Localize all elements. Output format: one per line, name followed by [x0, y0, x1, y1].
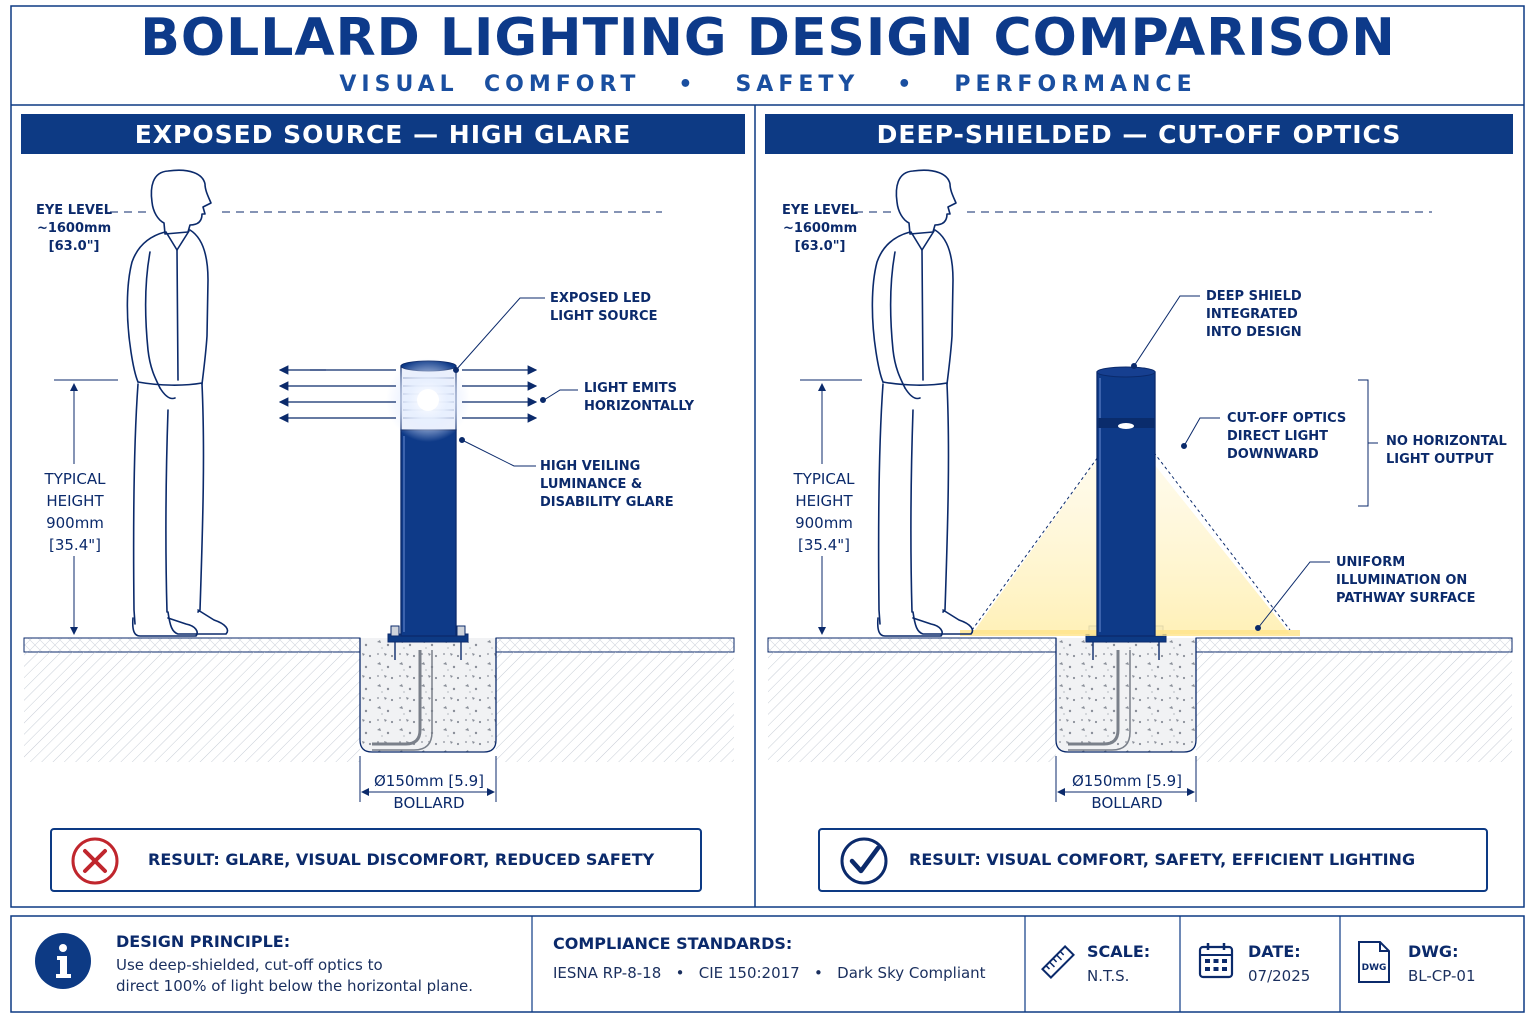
- right-person-silhouette: [871, 169, 974, 637]
- dwg-file-icon: DWG: [1356, 940, 1392, 984]
- compliance-text: IESNA RP-8-18 • CIE 150:2017 • Dark Sky …: [553, 964, 986, 982]
- right-result-text: RESULT: VISUAL COMFORT, SAFETY, EFFICIEN…: [909, 850, 1416, 869]
- scale-value: N.T.S.: [1087, 967, 1130, 985]
- right-callout-cutoff: CUT-OFF OPTICS DIRECT LIGHT DOWNWARD: [1227, 411, 1347, 462]
- page-title: BOLLARD LIGHTING DESIGN COMPARISON: [140, 8, 1396, 68]
- calendar-icon: [1198, 943, 1234, 979]
- left-diameter-label: Ø150mm [5.9] BOLLARD: [374, 772, 484, 812]
- left-bollard: [386, 358, 470, 637]
- date-value: 07/2025: [1248, 967, 1311, 985]
- x-circle-icon: [71, 837, 119, 885]
- left-light-rays: [278, 365, 538, 423]
- dwg-value: BL-CP-01: [1408, 967, 1476, 985]
- page-subtitle: VISUAL COMFORT • SAFETY • PERFORMANCE: [339, 72, 1197, 97]
- left-result-text: RESULT: GLARE, VISUAL DISCOMFORT, REDUCE…: [148, 850, 655, 869]
- ruler-icon: [1041, 945, 1075, 979]
- dwg-label: DWG:: [1408, 942, 1459, 961]
- design-principle-text: Use deep-shielded, cut-off optics to dir…: [116, 956, 474, 995]
- right-result-box: RESULT: VISUAL COMFORT, SAFETY, EFFICIEN…: [818, 828, 1488, 892]
- right-ground: [767, 625, 1513, 762]
- right-callout-uniform: UNIFORM ILLUMINATION ON PATHWAY SURFACE: [1336, 555, 1476, 606]
- right-typical-height-label: TYPICAL HEIGHT 900mm [35.4"]: [793, 470, 855, 554]
- left-result-box: RESULT: GLARE, VISUAL DISCOMFORT, REDUCE…: [50, 828, 702, 892]
- right-bollard: [1096, 366, 1156, 637]
- left-eye-level-label: EYE LEVEL ~1600mm [63.0"]: [36, 203, 113, 254]
- left-panel-banner: EXPOSED SOURCE — HIGH GLARE: [21, 114, 745, 154]
- dwg-icon-text: DWG: [1361, 963, 1387, 973]
- left-callout-glare: HIGH VEILING LUMINANCE & DISABILITY GLAR…: [540, 459, 674, 510]
- compliance-title: COMPLIANCE STANDARDS:: [553, 934, 793, 953]
- right-callout-no-horizontal: NO HORIZONTAL LIGHT OUTPUT: [1386, 434, 1507, 467]
- scale-label: SCALE:: [1087, 942, 1151, 961]
- left-typical-height-label: TYPICAL HEIGHT 900mm [35.4"]: [44, 470, 106, 554]
- date-label: DATE:: [1248, 942, 1301, 961]
- right-eye-level-label: EYE LEVEL ~1600mm [63.0"]: [782, 203, 859, 254]
- design-principle-title: DESIGN PRINCIPLE:: [116, 932, 291, 951]
- left-ground: [23, 625, 735, 762]
- right-panel-banner: DEEP-SHIELDED — CUT-OFF OPTICS: [765, 114, 1513, 154]
- left-callout-horizontal: LIGHT EMITS HORIZONTALLY: [584, 381, 695, 414]
- right-diameter-label: Ø150mm [5.9] BOLLARD: [1072, 772, 1182, 812]
- right-callout-shield: DEEP SHIELD INTEGRATED INTO DESIGN: [1206, 289, 1302, 340]
- left-callout-led: EXPOSED LED LIGHT SOURCE: [550, 291, 658, 324]
- check-circle-icon: [840, 837, 888, 885]
- info-icon: [35, 933, 91, 989]
- left-person-silhouette: [126, 169, 229, 637]
